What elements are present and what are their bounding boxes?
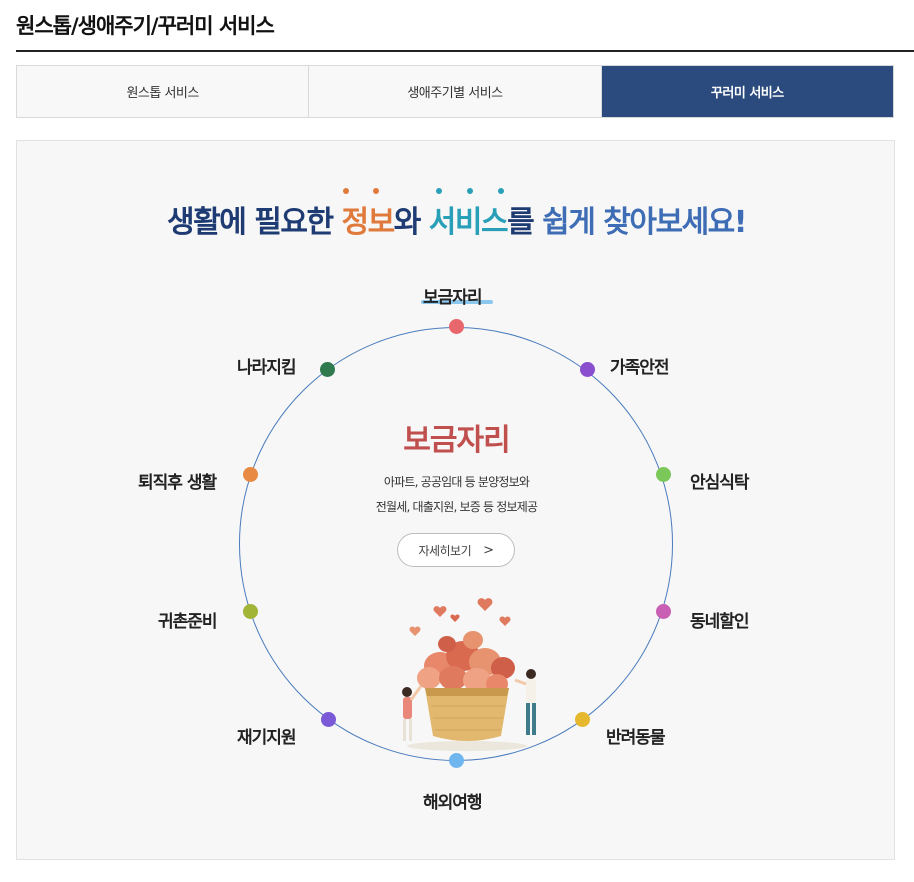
label-national-duty[interactable]: 나라지킴: [237, 358, 297, 378]
node-rural[interactable]: [243, 604, 258, 619]
label-retirement[interactable]: 퇴직후 생활: [138, 473, 217, 493]
node-restart[interactable]: [321, 712, 336, 727]
headline: 생활에 필요한 정보와 서비스를 쉽게 찾아보세요!: [17, 197, 896, 241]
node-pets[interactable]: [575, 712, 590, 727]
node-home[interactable]: [449, 319, 464, 334]
label-home[interactable]: 보금자리: [423, 288, 483, 308]
tab-onestop[interactable]: 원스톱 서비스: [17, 66, 310, 117]
label-safe-table[interactable]: 안심식탁: [690, 473, 750, 493]
detail-desc-line-2: 전월세, 대출지원, 보증 등 정보제공: [375, 500, 538, 514]
accent-dot: [373, 188, 379, 194]
detail-button[interactable]: 자세히보기 >: [397, 533, 515, 567]
node-family-safety[interactable]: [580, 362, 595, 377]
label-rural[interactable]: 귀촌준비: [158, 612, 218, 632]
headline-keyword-service: 서비스: [428, 205, 509, 240]
basket-hearts-illustration: [402, 598, 536, 751]
label-travel[interactable]: 해외여행: [423, 793, 483, 813]
node-safe-table[interactable]: [656, 467, 671, 482]
headline-text-3: 를: [507, 205, 543, 240]
detail-description: 아파트, 공공임대 등 분양정보와 전월세, 대출지원, 보증 등 정보제공: [17, 470, 896, 520]
label-pets[interactable]: 반려동물: [606, 728, 666, 748]
accent-dot: [467, 188, 473, 194]
accent-dot: [498, 188, 504, 194]
detail-desc-line-1: 아파트, 공공임대 등 분양정보와: [383, 475, 530, 489]
headline-keyword-info: 정보: [341, 205, 396, 240]
chevron-right-icon: >: [483, 542, 494, 558]
node-travel[interactable]: [449, 753, 464, 768]
headline-text-2: 와: [393, 205, 429, 240]
package-panel: 생활에 필요한 정보와 서비스를 쉽게 찾아보세요! 보금자리 가족안전 안심식…: [16, 140, 895, 860]
node-retirement[interactable]: [243, 467, 258, 482]
tab-lifecycle[interactable]: 생애주기별 서비스: [309, 66, 602, 117]
tab-bar: 원스톱 서비스 생애주기별 서비스 꾸러미 서비스: [16, 65, 894, 118]
label-restart[interactable]: 재기지원: [237, 728, 297, 748]
detail-button-label: 자세히보기: [418, 543, 472, 558]
selected-underline: [421, 300, 493, 304]
node-national-duty[interactable]: [320, 362, 335, 377]
page-title: 원스톱/생애주기/꾸러미 서비스: [16, 14, 275, 38]
label-local-discount[interactable]: 동네할인: [690, 612, 750, 632]
headline-text-4: 쉽게 찾아보세요!: [542, 205, 747, 240]
tab-package[interactable]: 꾸러미 서비스: [601, 66, 893, 117]
label-family-safety[interactable]: 가족안전: [610, 358, 670, 378]
node-local-discount[interactable]: [656, 604, 671, 619]
headline-text-1: 생활에 필요한: [167, 205, 342, 240]
accent-dot: [343, 188, 349, 194]
accent-dot: [436, 188, 442, 194]
detail-title: 보금자리: [403, 423, 510, 458]
title-divider: [16, 50, 914, 52]
